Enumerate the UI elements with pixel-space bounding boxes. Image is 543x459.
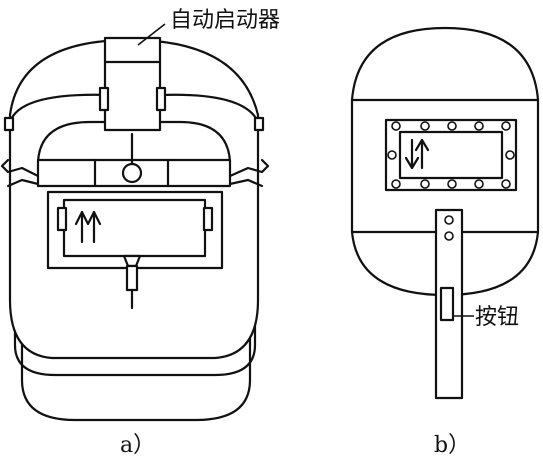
cable-plug bbox=[125, 264, 139, 292]
helmet-shell-back-2 bbox=[20, 328, 252, 422]
headband-clip-left bbox=[3, 116, 15, 132]
up-arrow-icon bbox=[74, 210, 102, 244]
handle-screw-2 bbox=[444, 231, 454, 241]
headband-clip-right bbox=[253, 116, 265, 132]
auto-starter-clip-left bbox=[98, 86, 110, 112]
auto-starter-leader bbox=[137, 23, 166, 46]
window-rivets bbox=[387, 121, 515, 189]
button-label: 按钮 bbox=[475, 305, 519, 330]
caption-b: b） bbox=[434, 433, 470, 458]
cable-connector bbox=[122, 254, 142, 268]
up-down-arrow-icon bbox=[404, 138, 430, 170]
auto-starter-box bbox=[103, 36, 162, 132]
auto-starter-label: 自动启动器 bbox=[170, 8, 280, 33]
caption-a: a） bbox=[120, 433, 155, 458]
window-clip-left bbox=[56, 206, 68, 232]
push-button bbox=[439, 286, 455, 322]
window-lens bbox=[62, 198, 207, 258]
handle-screw-1 bbox=[444, 215, 454, 225]
window-clip-right bbox=[202, 206, 214, 232]
helmet-shell-back-1 bbox=[13, 298, 257, 377]
figure-b-shield bbox=[350, 26, 540, 400]
figure-a-helmet bbox=[0, 23, 270, 422]
shield-window-lens bbox=[398, 130, 504, 180]
side-pivot-right bbox=[228, 158, 270, 188]
side-pivot-left bbox=[0, 158, 40, 188]
lid-knob bbox=[121, 162, 143, 184]
auto-starter-clip-right bbox=[155, 86, 167, 112]
